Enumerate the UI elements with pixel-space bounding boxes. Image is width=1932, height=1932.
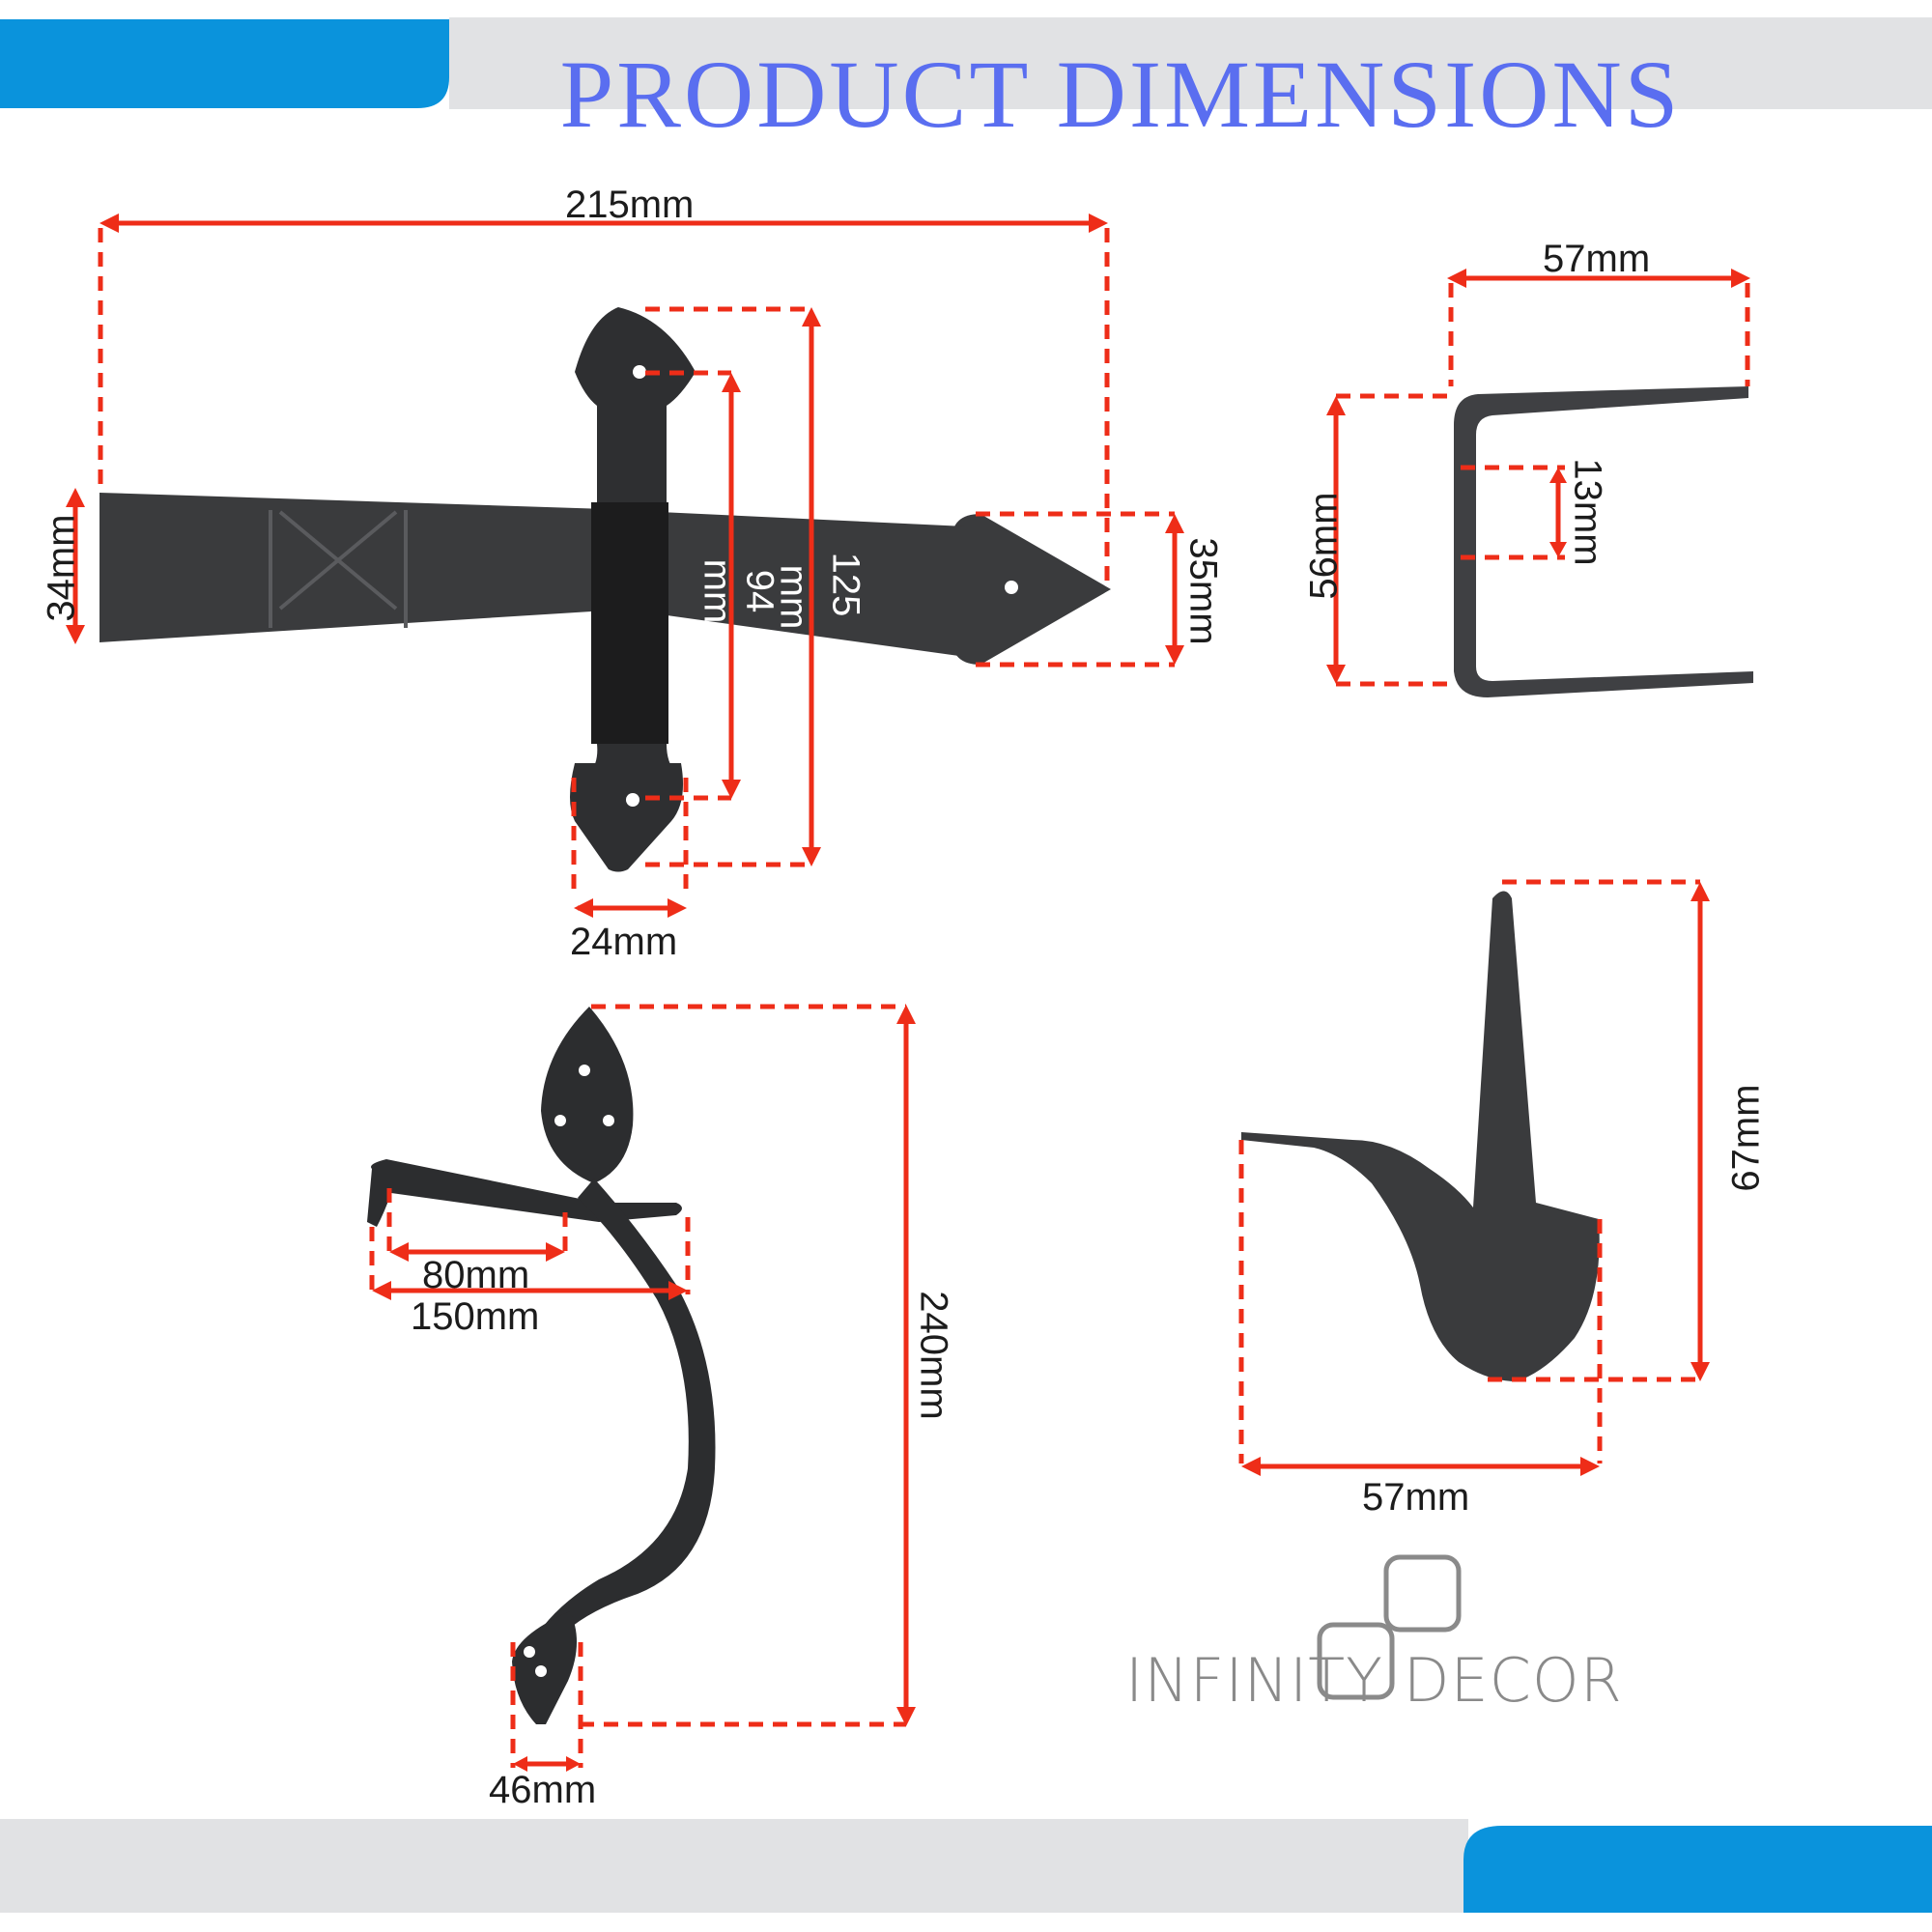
hinge-finial-width-label: 24mm [570,921,678,963]
hinge-bar-height-label: 34mm [40,514,83,622]
staple-drawing [1454,386,1753,697]
staple-width-label: 57mm [1543,238,1651,280]
footer-grey-band [0,1819,1468,1913]
keep-height-label: 67mm [1724,1084,1768,1192]
keep-body [1241,891,1600,1381]
hinge-strap-middle [591,502,668,744]
latch-keep-drawing [1241,891,1600,1381]
staple-gap-label: 13mm [1566,458,1609,566]
tee-hinge-drawing [99,307,1111,872]
handle-base-width-label: 46mm [489,1769,597,1811]
dimension-arrowheads [66,213,1750,1772]
hinge-strap-bottom-finial [570,763,684,872]
handle-length-label: 240mm [912,1291,955,1420]
dimension-lines [72,220,1750,1768]
hinge-hole-spacing-label: 94 [738,569,781,613]
staple-height-label: 56mm [1302,492,1346,600]
page-title: PRODUCT DIMENSIONS [559,40,1682,148]
handle-latch-overall-label: 150mm [411,1295,540,1338]
handle-latch-inner-label: 80mm [422,1254,530,1296]
handle-top-plate [541,1007,634,1183]
interlocking-squares-icon [1317,1554,1462,1700]
handle-latch-bar [367,1159,682,1227]
hinge-bar [99,493,638,642]
staple-body [1454,386,1753,697]
hinge-arrow-tip [952,514,1111,665]
keep-width-label: 57mm [1362,1476,1470,1519]
footer-blue-tab [1463,1826,1932,1913]
header-grey-band [449,17,1932,109]
brand-name: INFINITY DECOR [1125,1645,1623,1716]
door-handle-drawing [367,1007,716,1724]
hinge-strap-length-label: 125 [824,552,867,617]
hinge-tip-height-label: 35mm [1181,537,1225,645]
header-blue-tab [0,19,449,108]
hinge-overall-length-label: 215mm [565,184,695,226]
hinge-hole-spacing-unit: mm [696,558,739,624]
hinge-x-engraving [269,510,408,628]
